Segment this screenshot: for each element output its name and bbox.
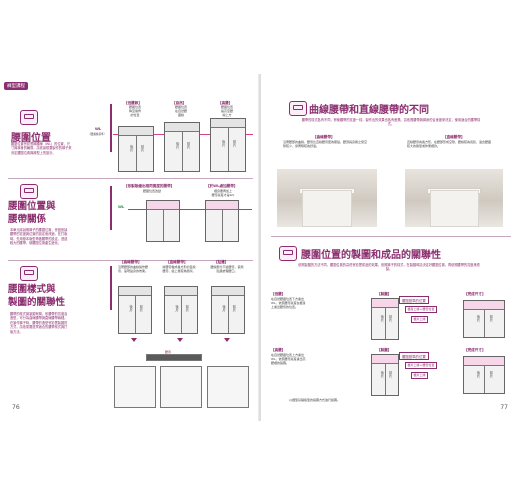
label-same-width-band: 【依製版繪出相同寬度的腰帶】 (124, 184, 175, 188)
section-title-curved-vs-straight: 曲線腰帶和直線腰帶的不同 (309, 105, 429, 116)
draft-high-pants: 後片前片 (371, 354, 399, 396)
waistband-icon (279, 246, 297, 261)
right-page: 曲線腰帶和直線腰帶的不同 腰帶的樣式各有不同，即使腰帶的寬度一樣，製作出的效果也… (261, 74, 520, 421)
section-divider (271, 236, 511, 237)
box-band-position: 褲片上緣＋腰帶位置 (405, 362, 438, 369)
down-arrow-icon (177, 338, 183, 342)
section-title-waist-band: 腰圍位置與 腰帶關係 (8, 201, 56, 225)
waistband-icon (289, 101, 307, 116)
finished-facing (207, 366, 249, 408)
waistband-icon (20, 110, 38, 125)
book-spread: 褲型課程 腰圍位置 腰圍位置會影響褲腰線（WL）的位置、尺寸與褲身的輪廓。請依據… (0, 74, 520, 421)
down-arrow-icon (224, 338, 230, 342)
box-waist-base: 腰圍基準的位置 (399, 352, 429, 360)
pants-low: 後片前片 (118, 126, 154, 172)
label-high: 【高腰】 (218, 101, 233, 105)
box-band-position: 褲身上緣＋腰帶位置 (405, 306, 438, 313)
note-natural: 腰圍位置 在自然腰 圍線 (174, 105, 187, 117)
tag-result: 【完成尺寸】 (464, 348, 486, 352)
section-desc: 腰圍位置會影響褲腰線（WL）的位置、尺寸與褲身的輪廓。請依據想要製作的褲子來決定… (11, 142, 72, 155)
label-low: 【低腰款】 (124, 101, 142, 105)
book-gutter (258, 74, 262, 421)
finished-straight (160, 366, 202, 408)
footnote: 以褲型基礎版型的製圖方式進行繪圖。 (289, 398, 341, 402)
divider-bar (110, 186, 112, 230)
section-divider (8, 178, 253, 179)
high-desc: 在自然腰圍位置上方畫出WL，依照腰帶寬度畫出高腰褲的製圖。 (271, 353, 306, 365)
draft-facing: 後片前片 (211, 286, 245, 334)
box-waist-base: 腰圍基準的位置 (399, 296, 429, 304)
divider-bar (110, 266, 112, 310)
note-position-change: 腰圍位置改變 (142, 189, 161, 193)
tag-result: 【完成尺寸】 (464, 292, 486, 296)
tag-draft: 【製圖】 (377, 292, 392, 296)
pants-band-b (205, 200, 239, 242)
note-straight: 將腰帶做成長方形的直線腰帶，縫上後較為簡潔。 (162, 265, 196, 273)
wl-note: （腰圍線基準） (88, 133, 107, 136)
note-high: 腰圍位置 提高至腰 線上方 (220, 105, 233, 117)
label-curved-band: 【曲線腰帶】 (120, 260, 142, 264)
section-desc: 腰帶的樣式與製圖有關，依腰帶的寬度及造型，可分為曲線腰帶與直線腰帶兩種。在製作褲… (10, 312, 68, 334)
pants-natural: 後片前片 (164, 122, 200, 172)
note-facing: 腰線部分不縫腰帶，使用貼邊處理腰口。 (210, 265, 244, 273)
section-divider (8, 260, 253, 261)
finished-curved (114, 366, 156, 408)
section-title-draft-result: 腰圍位置的製圖和成品的關聯性 (301, 250, 441, 261)
draft-low-pants: 後片前片 (371, 298, 399, 340)
divider-bar (110, 104, 112, 152)
result-high-pants: 後片前片 (463, 356, 505, 394)
label-add-band: 【於WL處加腰帶】 (206, 184, 238, 188)
page-number: 77 (500, 404, 508, 411)
label-natural: 【自然】 (172, 101, 187, 105)
section-title-waist-position: 腰圍位置 (11, 133, 51, 144)
chapter-tab: 褲型課程 (4, 82, 28, 90)
label-facing: 【貼邊】 (214, 260, 229, 264)
page-number: 76 (12, 404, 20, 411)
label-straight-band: 【直線腰帶】 (166, 260, 188, 264)
band-label: 腰帶 (165, 350, 172, 354)
low-desc: 在自然腰圍位置下方畫出WL，依照腰帶寬度在褲身上畫出腰帶的位置。 (271, 297, 306, 309)
label-curved-band: 【曲線腰帶】 (313, 135, 335, 139)
section-desc: 依照製圖的方法不同，腰圍位置的高低會影響成品的效果。依照褲子的樣式，在製圖時請決… (298, 263, 480, 272)
waistband-icon (20, 184, 38, 199)
section-desc: 本單元將說明褲子的腰圍位置，會因依據腰帶的寬度與位置的設定而改變。在打版時，先用… (10, 228, 68, 246)
tag-draft: 【製圖】 (377, 348, 392, 352)
tag-high: 【高腰】 (271, 348, 286, 352)
wl-label: WL (118, 205, 125, 209)
note-curved: 沿著腰部的曲線製作腰帶，呈現貼身的效果。 (117, 265, 148, 273)
note-add-band-width: 褲身要再加上 腰帶寬度才是WL (211, 189, 235, 197)
draft-curved: 後片前片 (118, 286, 152, 334)
wl-label: WL (95, 127, 102, 131)
draft-straight: 後片前片 (164, 286, 198, 334)
section-desc: 腰帶的樣式各有不同，即使腰帶的寬度一樣，製作出的效果也各有差異。請依照腰帶與褲身… (301, 118, 481, 127)
note-curved: 沿著腰部的曲線，腰帶比直線腰帶更為服貼，腰頭與身體之間空隙較少，穿著時較為舒適。 (283, 140, 368, 148)
photo-straight-band (405, 169, 503, 227)
box-piece-top: 褲片上緣 (411, 372, 429, 379)
label-straight-band: 【直線腰帶】 (443, 135, 465, 139)
box-piece-top: 褲片上緣 (411, 316, 429, 323)
tag-low: 【低腰】 (271, 292, 286, 296)
result-low-pants: 後片前片 (463, 300, 505, 338)
photo-curved-band (277, 169, 377, 227)
down-arrow-icon (131, 338, 137, 342)
pants-high: 後片前片 (210, 118, 246, 172)
left-page: 褲型課程 腰圍位置 腰圍位置會影響褲腰線（WL）的位置、尺寸與褲身的輪廓。請依據… (0, 74, 259, 421)
section-title-waist-style: 腰圍樣式與 製圖的關聯性 (8, 284, 66, 308)
waist-line-green (128, 209, 252, 210)
waistband-strip (146, 354, 202, 361)
note-straight: 直線腰帶為長方形，在腰部形成空隙，腰線較為寬鬆，適合腰圍較大的體型或休閒褲款。 (407, 140, 492, 148)
waistband-icon (20, 266, 38, 281)
note-low: 腰圍位置 降至髖骨 的位置 (128, 105, 141, 117)
pants-band-a (146, 200, 180, 242)
